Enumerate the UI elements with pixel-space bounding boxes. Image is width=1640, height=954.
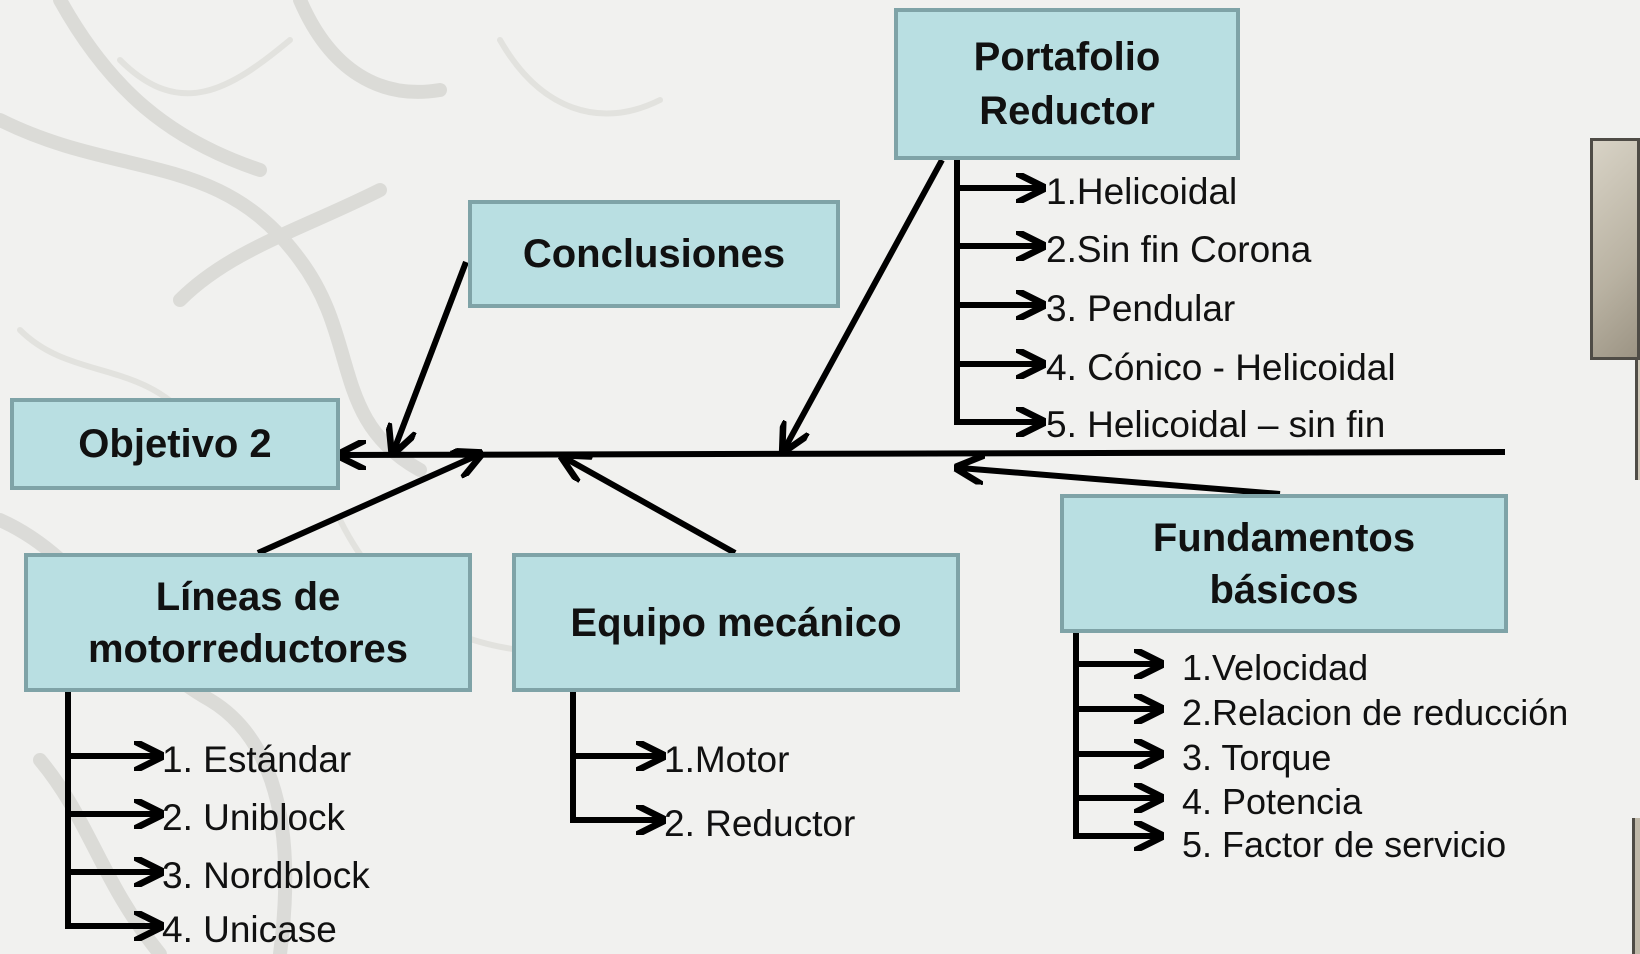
box-conclusiones: Conclusiones xyxy=(468,200,840,308)
box-portafolio-line1: Portafolio xyxy=(973,35,1161,79)
list-item-equipo-2: 2. Reductor xyxy=(664,803,856,844)
list-item-portafolio-2: 2.Sin fin Corona xyxy=(1046,229,1312,270)
list-item-lineas-3: 3. Nordblock xyxy=(162,855,370,896)
box-portafolio: Portafolio Reductor xyxy=(894,8,1240,160)
bone-conclusiones xyxy=(394,260,469,450)
box-fundamentos-line2: básicos xyxy=(1209,567,1359,612)
list-item-portafolio-5: 5. Helicoidal – sin fin xyxy=(1046,404,1386,445)
photo-middle-right xyxy=(1635,360,1640,480)
box-conclusiones-label: Conclusiones xyxy=(522,232,786,276)
list-item-portafolio-4: 4. Cónico - Helicoidal xyxy=(1046,347,1396,388)
bone-lineas xyxy=(256,455,478,556)
list-item-portafolio-3: 3. Pendular xyxy=(1046,288,1236,329)
list-item-equipo-1: 1.Motor xyxy=(664,739,790,780)
box-fundamentos: Fundamentos básicos xyxy=(1060,494,1508,633)
list-item-lineas-2: 2. Uniblock xyxy=(162,797,346,838)
list-item-lineas-4: 4. Unicase xyxy=(162,909,337,950)
box-objetivo: Objetivo 2 xyxy=(10,398,340,490)
bone-portafolio xyxy=(785,158,945,448)
box-lineas-line1: Líneas de xyxy=(155,574,341,619)
box-fundamentos-line1: Fundamentos xyxy=(1152,515,1416,560)
bone-fundamentos xyxy=(960,468,1281,497)
list-item-fundamentos-2: 2.Relacion de reducción xyxy=(1182,692,1569,733)
photo-top-right xyxy=(1590,138,1640,360)
box-objetivo-label: Objetivo 2 xyxy=(78,422,272,466)
box-lineas: Líneas de motorreductores xyxy=(24,553,472,692)
list-item-fundamentos-3: 3. Torque xyxy=(1182,737,1332,778)
bone-equipo xyxy=(565,458,737,556)
box-equipo: Equipo mecánico xyxy=(512,553,960,692)
main-spine xyxy=(342,452,1506,455)
list-item-fundamentos-1: 1.Velocidad xyxy=(1182,647,1369,688)
list-item-fundamentos-5: 5. Factor de servicio xyxy=(1182,824,1507,865)
list-item-fundamentos-4: 4. Potencia xyxy=(1182,781,1363,822)
box-equipo-label: Equipo mecánico xyxy=(570,600,902,645)
list-item-portafolio-1: 1.Helicoidal xyxy=(1046,171,1238,212)
box-portafolio-line2: Reductor xyxy=(979,89,1155,133)
photo-bottom-right xyxy=(1632,818,1640,954)
list-item-lineas-1: 1. Estándar xyxy=(162,739,352,780)
box-lineas-line2: motorreductores xyxy=(87,626,409,671)
